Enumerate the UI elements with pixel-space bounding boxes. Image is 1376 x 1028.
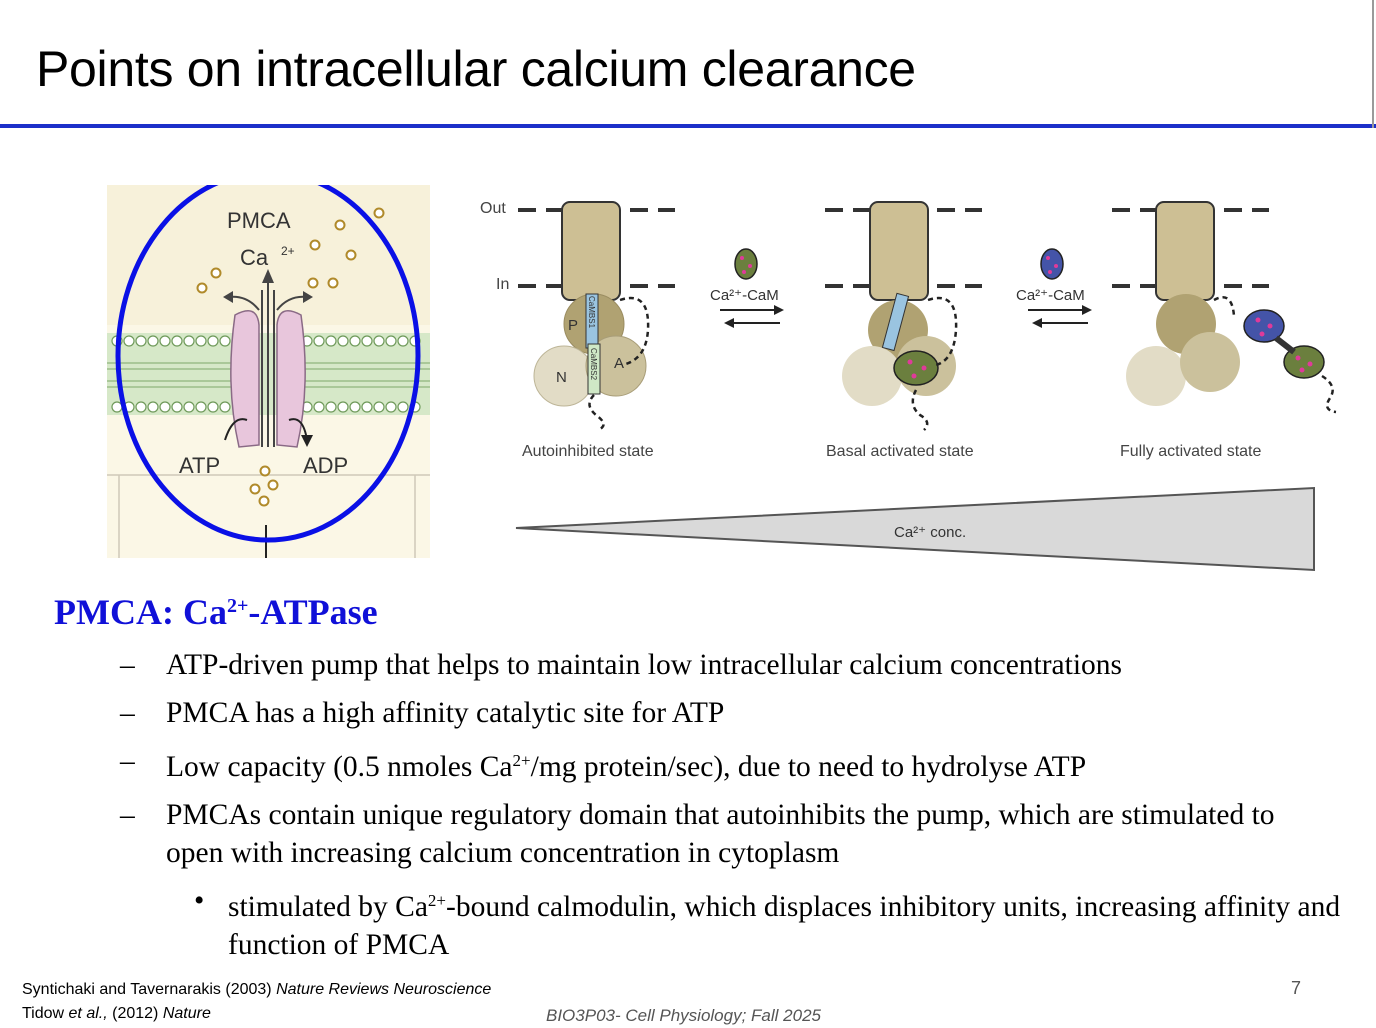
reference-1: Syntichaki and Tavernarakis (2003) Natur… [22,981,492,998]
state-fully-activated-label: Fully activated state [1120,443,1262,460]
ca-label: Ca [240,245,269,270]
slide-edge [1372,0,1374,128]
reference-2: Tidow et al., (2012) Nature [22,1005,211,1022]
ca-conc-label: Ca²⁺ conc. [894,524,966,541]
pmca-label: PMCA [227,208,291,233]
sub-bullet-item: •stimulated by Ca2+-bound calmodulin, wh… [194,885,1341,961]
state-basal-label: Basal activated state [826,443,974,460]
page-number: 7 [1291,978,1302,998]
bullet-item: –PMCAs contain unique regulatory domain … [120,799,1275,869]
bullet-item: –ATP-driven pump that helps to maintain … [120,649,1123,681]
pmca-activation-states-figure: Out In P N A CaMBS1 CaMBS2 Autoinhibited… [480,200,1337,572]
bullet-list: –ATP-driven pump that helps to maintain … [0,646,1376,964]
in-label: In [496,276,509,293]
ca-charge-label: 2+ [281,244,295,258]
ca-concentration-wedge [515,486,1315,572]
pmca-membrane-figure: PMCA Ca 2+ ATP ADP [107,185,430,558]
atp-label: ATP [179,453,220,478]
domain-n-label: N [556,369,567,386]
bullet-item: –PMCA has a high affinity catalytic site… [120,697,725,729]
domain-p-label: P [568,317,578,334]
course-footer: BIO3P03- Cell Physiology; Fall 2025 [546,1006,821,1025]
bullet-item: –Low capacity (0.5 nmoles Ca2+/mg protei… [120,745,1087,783]
section-heading: PMCA: Ca2+-ATPase [54,592,378,632]
slide-title: Points on intracellular calcium clearanc… [36,41,916,97]
ca-cam-label-1: Ca²⁺-CaM [710,287,779,304]
domain-a-label: A [614,355,624,372]
cambs1-label: CaMBS1 [587,296,596,329]
highlight-circle [115,185,421,543]
title-divider [0,124,1376,128]
state-autoinhibited-label: Autoinhibited state [522,443,654,460]
ca-cam-label-2: Ca²⁺-CaM [1016,287,1085,304]
adp-label: ADP [303,453,348,478]
cambs2-label: CaMBS2 [589,348,598,381]
out-label: Out [480,200,506,217]
